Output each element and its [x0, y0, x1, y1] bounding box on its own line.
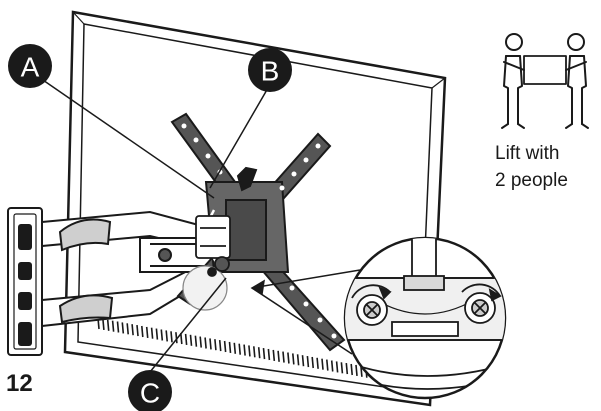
screw-left-icon — [351, 284, 392, 326]
wall-plate — [7, 207, 43, 356]
detail-zoom-circle — [343, 236, 507, 400]
lift-note-line2: 2 people — [495, 170, 568, 191]
step-number: 12 — [6, 370, 33, 397]
svg-text:B: B — [261, 56, 280, 87]
svg-text:A: A — [21, 52, 40, 83]
svg-text:C: C — [140, 378, 160, 409]
lift-with-2-people-note: Lift with 2 people — [495, 140, 601, 194]
tilt-head — [182, 215, 231, 311]
lift-note-line1: Lift with — [495, 143, 560, 164]
callout-b: B — [248, 48, 292, 92]
callout-a: A — [8, 44, 52, 88]
two-people-lifting-icon — [501, 33, 589, 129]
zoom-pointer — [250, 269, 361, 355]
callout-leaders — [39, 77, 269, 373]
screw-right-icon — [461, 283, 502, 324]
callout-c: C — [128, 370, 172, 411]
